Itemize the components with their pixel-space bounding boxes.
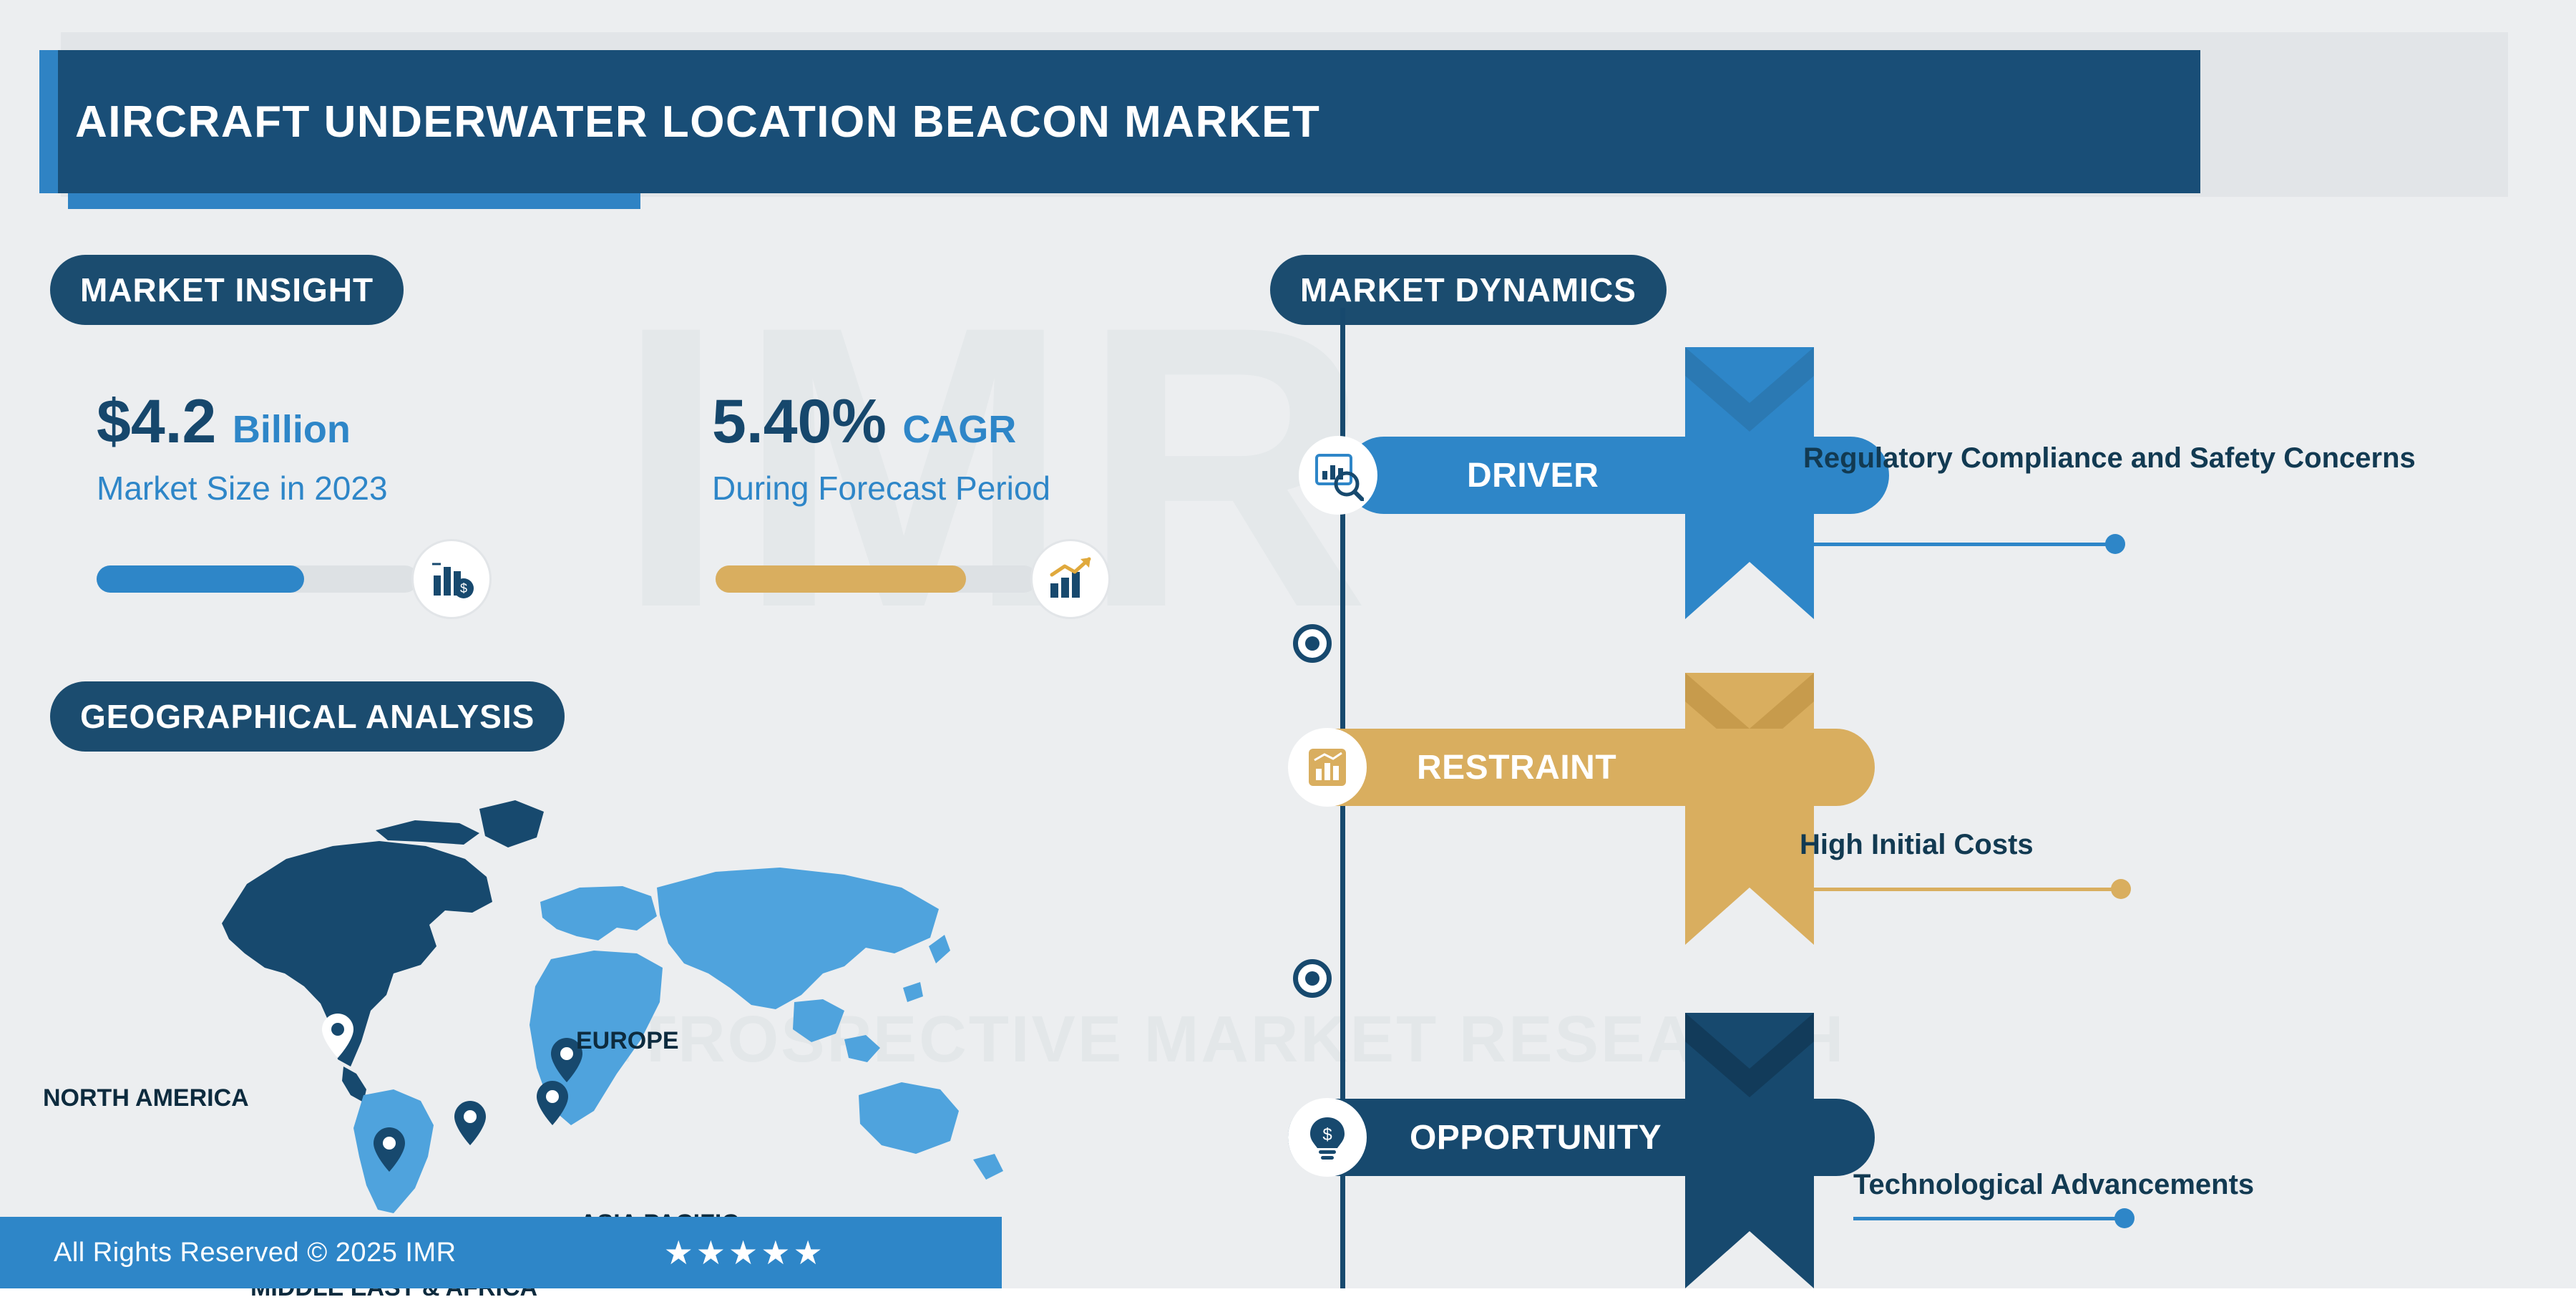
restraint-connector-dot [2111,879,2131,899]
market-dynamics-pill: MARKET DYNAMICS [1270,255,1667,325]
analysis-search-icon [1299,436,1377,515]
footer-copyright: All Rights Reserved © 2025 IMR [54,1237,457,1268]
lightbulb-idea-icon: $ [1288,1098,1367,1177]
market-size-meter-fill [97,565,304,593]
cagr-meter-fill [716,565,966,593]
opportunity-label: OPPORTUNITY [1288,1099,1875,1176]
opportunity-connector-dot [2114,1208,2135,1228]
dynamics-node-1 [1293,624,1332,663]
world-map: NORTH AMERICA EUROPE ASIA PACIFIC SOUTH … [43,759,1123,1301]
map-pin-south-america [374,1127,405,1175]
page-title: AIRCRAFT UNDERWATER LOCATION BEACON MARK… [75,97,1321,147]
stat-cagr: 5.40% CAGR During Forecast Period [712,387,1050,507]
restraint-text: High Initial Costs [1800,829,2034,860]
cagr-caption: During Forecast Period [712,470,1050,507]
footer-rating-stars: ★★★★★ [663,1234,826,1271]
svg-text:$: $ [1322,1125,1332,1145]
footer-bar: All Rights Reserved © 2025 IMR ★★★★★ [0,1217,1002,1288]
restraint-ribbon [1685,673,1814,948]
map-label-north-america: NORTH AMERICA [43,1084,249,1112]
header-bar: AIRCRAFT UNDERWATER LOCATION BEACON MARK… [39,50,2200,193]
cagr-unit: CAGR [902,408,1017,451]
opportunity-connector [1853,1217,2132,1220]
svg-text:$: $ [460,581,467,596]
driver-label: DRIVER [1345,437,1889,514]
header-underline [68,193,640,209]
market-size-value: $4.2 [97,387,217,456]
driver-connector-dot [2105,534,2125,554]
map-pin-middle-east-africa [454,1101,486,1149]
dynamics-node-2 [1293,959,1332,998]
driver-connector [1803,543,2118,546]
declining-chart-icon [1288,728,1367,807]
market-insight-pill: MARKET INSIGHT [50,255,404,325]
restraint-label: RESTRAINT [1295,729,1875,806]
stat-market-size: $4.2 Billion Market Size in 2023 [97,387,388,507]
map-pin-north-america [322,1014,353,1061]
restraint-connector [1800,888,2129,891]
opportunity-text: Technological Advancements [1853,1169,2255,1200]
map-label-europe: EUROPE [576,1027,679,1054]
bar-chart-dollar-icon: $ [411,539,492,619]
driver-text: Regulatory Compliance and Safety Concern… [1803,442,2416,474]
market-size-meter [97,565,419,593]
geographical-analysis-pill: GEOGRAPHICAL ANALYSIS [50,681,565,752]
market-size-unit: Billion [232,408,351,451]
map-pin-europe [551,1038,582,1086]
map-pin-asia-pacific [537,1081,568,1129]
growth-chart-icon [1030,539,1111,619]
cagr-value: 5.40% [712,387,887,456]
market-size-caption: Market Size in 2023 [97,470,388,507]
watermark-logo: IMR [615,243,1380,691]
watermark-text: INTROSPECTIVE MARKET RESEARCH [565,1003,1846,1076]
header-left-accent [39,50,58,193]
cagr-meter [716,565,1038,593]
